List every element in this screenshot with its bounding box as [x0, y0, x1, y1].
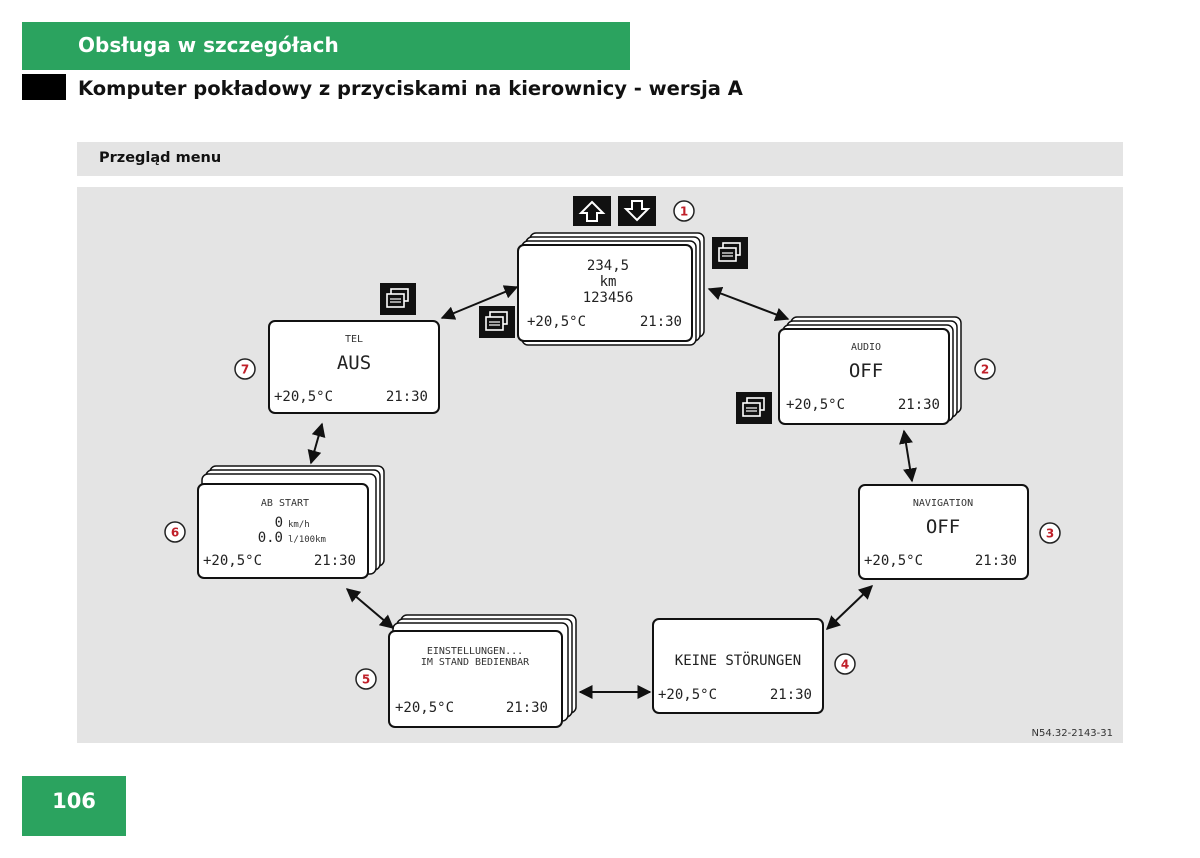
display-5-line-1: EINSTELLUNGEN... [427, 646, 523, 657]
marker-3: 3 [1039, 522, 1061, 544]
window-switch-icon [478, 305, 516, 339]
arrow-down-icon [618, 196, 656, 226]
display-6-header: AB START [261, 498, 309, 509]
display-6-time: 21:30 [314, 553, 356, 569]
menu-overview-header: Przegląd menu [77, 142, 1123, 176]
display-2-value: OFF [849, 360, 883, 382]
display-7-time: 21:30 [386, 389, 428, 405]
display-1-line-2: km [600, 274, 617, 290]
display-2-header: AUDIO [851, 342, 881, 353]
menu-diagram-svg: 234,5 km 123456 +20,5°C 21:30 AUDIO OFF … [164, 196, 1061, 728]
display-1-temp: +20,5°C [527, 314, 586, 330]
display-6-speed-unit: km/h [288, 520, 310, 530]
display-7-temp: +20,5°C [274, 389, 333, 405]
marker-2: 2 [974, 358, 996, 380]
display-1-time: 21:30 [640, 314, 682, 330]
display-1-line-3: 123456 [583, 290, 634, 306]
display-5-temp: +20,5°C [395, 700, 454, 716]
marker-6-label: 6 [171, 526, 179, 540]
display-3: NAVIGATION OFF +20,5°C 21:30 [858, 484, 1029, 580]
display-6-speed: 0 [275, 515, 283, 531]
navigation-arrows [307, 285, 917, 699]
display-4-temp: +20,5°C [658, 687, 717, 703]
marker-1: 1 [673, 200, 695, 222]
display-7-header: TEL [345, 334, 363, 345]
marker-4-label: 4 [841, 658, 849, 672]
display-6-consumption: 0.0 [258, 530, 283, 546]
section-marker [22, 74, 66, 100]
display-2-temp: +20,5°C [786, 397, 845, 413]
display-4-value: KEINE STÖRUNGEN [675, 651, 801, 669]
marker-1-label: 1 [680, 205, 688, 219]
marker-5-label: 5 [362, 673, 370, 687]
display-5-line-2: IM STAND BEDIENBAR [421, 657, 530, 668]
marker-6: 6 [164, 521, 186, 543]
marker-3-label: 3 [1046, 527, 1054, 541]
display-6: AB START 0 km/h 0.0 l/100km +20,5°C 21:3… [197, 465, 385, 579]
arrow-up-icon [573, 196, 611, 226]
section-bar: Obsługa w szczegółach [22, 22, 630, 70]
display-5: EINSTELLUNGEN... IM STAND BEDIENBAR +20,… [388, 614, 577, 728]
display-3-header: NAVIGATION [913, 498, 973, 509]
display-1-line-1: 234,5 [587, 258, 629, 274]
marker-4: 4 [834, 653, 856, 675]
marker-2-label: 2 [981, 363, 989, 377]
display-2: AUDIO OFF +20,5°C 21:30 [778, 316, 962, 425]
display-6-temp: +20,5°C [203, 553, 262, 569]
window-switch-icon [735, 391, 773, 425]
marker-5: 5 [355, 668, 377, 690]
display-5-time: 21:30 [506, 700, 548, 716]
display-3-value: OFF [926, 516, 960, 538]
display-1: 234,5 km 123456 +20,5°C 21:30 [517, 232, 705, 346]
marker-7-label: 7 [241, 363, 249, 377]
page-number-box: 106 [22, 776, 126, 836]
menu-overview-label: Przegląd menu [99, 150, 222, 166]
figure-code: N54.32-2143-31 [1031, 728, 1114, 739]
section-title: Obsługa w szczegółach [78, 33, 339, 57]
marker-7: 7 [234, 358, 256, 380]
display-3-time: 21:30 [975, 553, 1017, 569]
display-4-time: 21:30 [770, 687, 812, 703]
display-7-value: AUS [337, 352, 371, 374]
display-2-time: 21:30 [898, 397, 940, 413]
display-4: KEINE STÖRUNGEN +20,5°C 21:30 [652, 618, 824, 714]
display-6-consumption-unit: l/100km [288, 535, 326, 545]
subsection-title: Komputer pokładowy z przyciskami na kier… [78, 77, 743, 100]
page-number: 106 [52, 789, 96, 813]
display-3-temp: +20,5°C [864, 553, 923, 569]
window-switch-icon [711, 236, 749, 270]
menu-diagram: 234,5 km 123456 +20,5°C 21:30 AUDIO OFF … [77, 187, 1123, 743]
display-7: TEL AUS +20,5°C 21:30 [268, 320, 440, 414]
window-switch-icon [379, 282, 417, 316]
